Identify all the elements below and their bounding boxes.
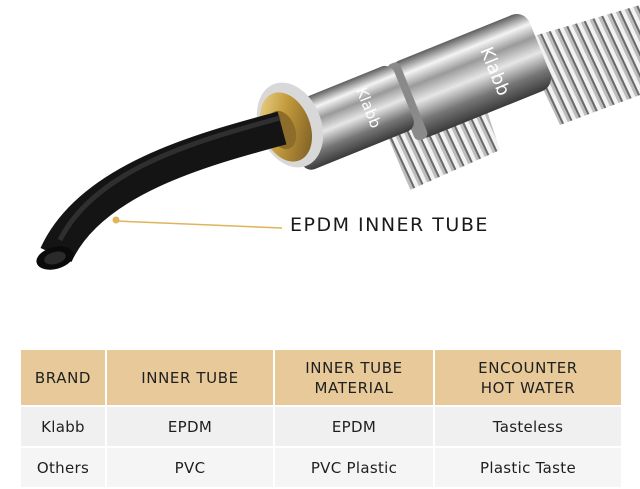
callout-label: EPDM INNER TUBE <box>290 214 489 236</box>
header-line: INNER TUBE <box>141 368 239 387</box>
table-row: Others PVC PVC Plastic Plastic Taste <box>19 446 623 489</box>
cell-inner-tube-material: EPDM <box>273 405 435 448</box>
cell-brand: Others <box>19 446 107 489</box>
epdm-inner-tube <box>36 111 287 270</box>
cell-hot-water: Plastic Taste <box>433 446 623 489</box>
header-line: INNER TUBE <box>305 358 403 377</box>
cell-inner-tube-material: PVC Plastic <box>273 446 435 489</box>
header-line: ENCOUNTER <box>478 358 578 377</box>
table-row: Klabb EPDM EPDM Tasteless <box>19 405 623 448</box>
header-line: MATERIAL <box>314 378 394 397</box>
cell-inner-tube: PVC <box>105 446 275 489</box>
header-line: HOT WATER <box>480 378 576 397</box>
header-inner-tube: INNER TUBE <box>105 348 275 407</box>
header-line: BRAND <box>34 368 92 387</box>
cell-hot-water: Tasteless <box>433 405 623 448</box>
header-brand: BRAND <box>19 348 107 407</box>
product-photo: Klabb Klabb <box>36 5 640 270</box>
cell-inner-tube: EPDM <box>105 405 275 448</box>
callout-leader <box>112 216 283 229</box>
cell-brand: Klabb <box>19 405 107 448</box>
